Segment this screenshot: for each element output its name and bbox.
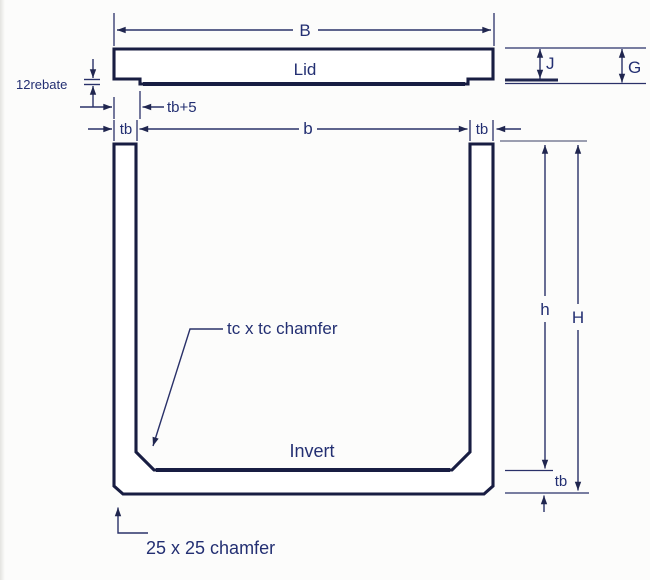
label-chamfer-25: 25 x 25 chamfer bbox=[146, 538, 275, 558]
chamfer-25-leader bbox=[114, 507, 148, 534]
label-dim-B: B bbox=[299, 21, 310, 40]
label-dim-tb-bottom: tb bbox=[555, 473, 568, 490]
lid-outline bbox=[112, 47, 495, 86]
label-dim-H: H bbox=[572, 308, 584, 327]
label-rebate: 12rebate bbox=[16, 77, 67, 92]
label-dim-tb-right: tb bbox=[476, 121, 489, 138]
label-dim-G: G bbox=[628, 58, 641, 77]
label-dim-b: b bbox=[303, 119, 312, 138]
label-invert: Invert bbox=[289, 441, 334, 461]
label-dim-J: J bbox=[546, 54, 555, 73]
channel-outline bbox=[112, 142, 495, 496]
scan-edge-artifact bbox=[0, 0, 5, 580]
tc-chamfer-leader bbox=[152, 328, 223, 447]
label-dim-tb5: tb+5 bbox=[167, 99, 197, 116]
label-lid: Lid bbox=[294, 60, 317, 79]
label-tc-chamfer: tc x tc chamfer bbox=[227, 319, 338, 338]
label-dim-h: h bbox=[540, 300, 549, 319]
label-dim-tb-left: tb bbox=[120, 121, 133, 138]
